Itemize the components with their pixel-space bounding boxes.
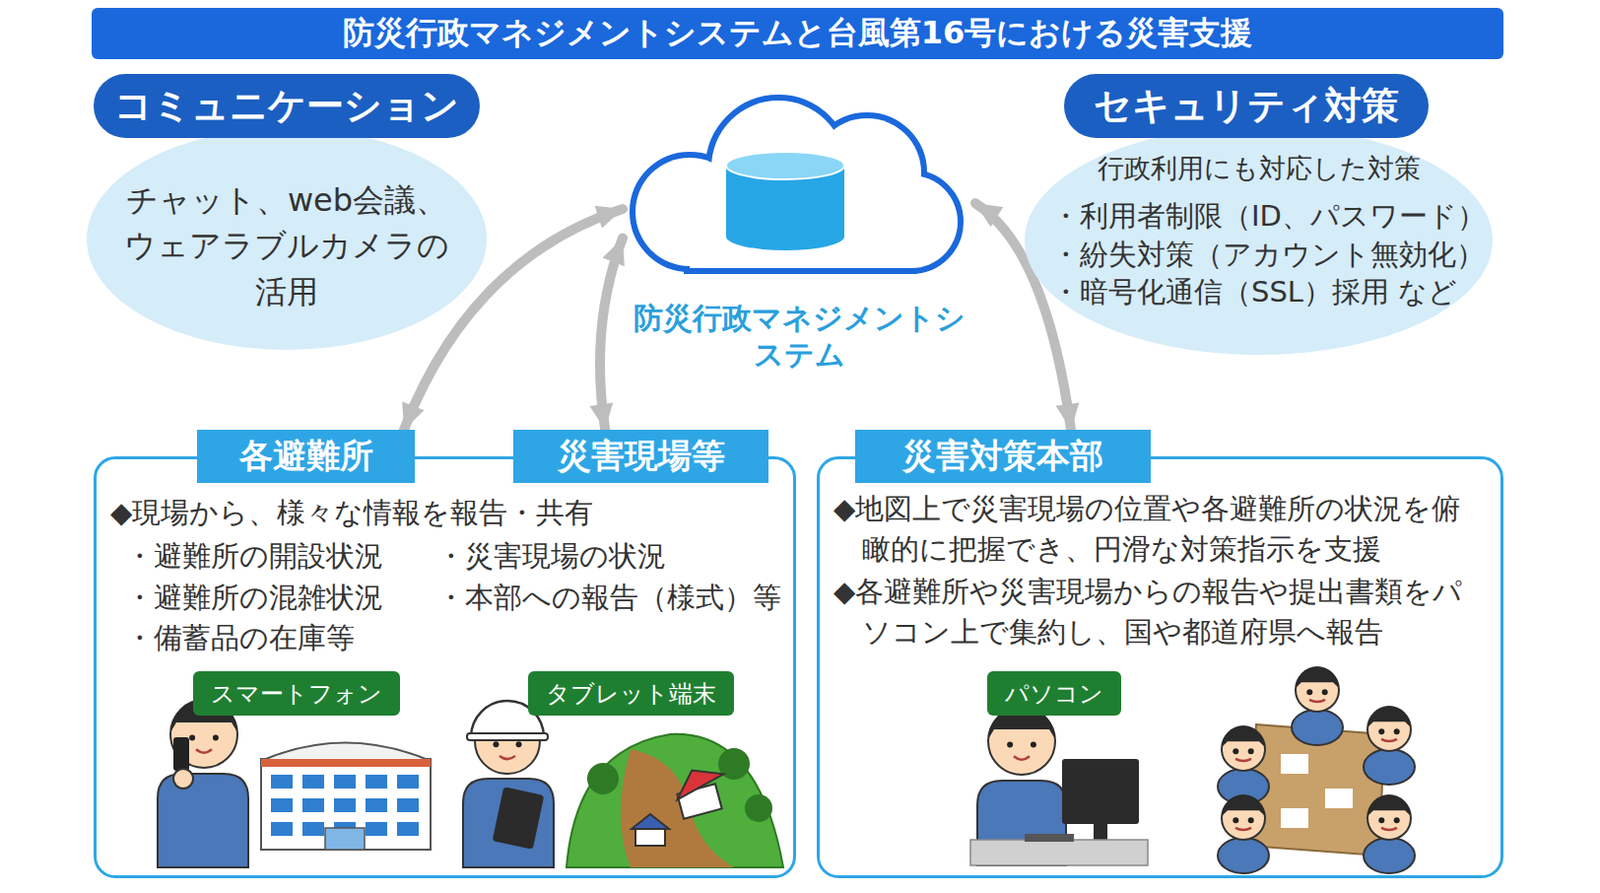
info-ellipse: 行政利用にも対応した対策・利用者制限（ID、パスワード）・紛失対策（アカウント無…	[1024, 126, 1493, 355]
heading-pill: コミュニケーション	[93, 73, 480, 138]
info-ellipse: チャット、web会議、ウェアラブルカメラの活用	[86, 128, 487, 350]
node-label: 災害現場等	[557, 433, 726, 479]
device-badge: タブレット端末	[528, 670, 734, 716]
node-item: ・避難所の混雑状況	[125, 579, 384, 615]
title-band: 防災行政マネジメントシステムと台風第16号における災害支援	[91, 7, 1504, 60]
bidirectional-arrow	[600, 238, 623, 430]
node-label: タブレット端末	[545, 677, 717, 710]
heading-pill: セキュリティ対策	[1064, 73, 1429, 138]
hq-panel: ◆地図上で災害現場の位置や各避難所の状況を俯瞰的に把握でき、円滑な対策指示を支援…	[816, 456, 1504, 878]
node-item: ・本部への報告（様式）等	[436, 579, 782, 615]
device-badge: パソコン	[987, 670, 1122, 716]
node-text: チャット、web会議、ウェアラブルカメラの活用	[118, 177, 456, 315]
node-label: コミュニケーション	[114, 80, 460, 132]
panel-tab: 災害現場等	[513, 429, 769, 483]
device-badge: スマートフォン	[193, 670, 400, 716]
node-item: ・備蓄品の在庫等	[125, 619, 355, 656]
node-text: 防災行政マネジメントシステム	[626, 300, 972, 374]
node-item: ・災害現場の状況	[436, 537, 667, 574]
node-item: ・利用者制限（ID、パスワード）	[1051, 198, 1486, 234]
node-label: パソコン	[1004, 677, 1104, 710]
site-panel: ◆現場から、様々な情報を報告・共有・避難所の開設状況 ・災害現場の状況・避難所の混…	[93, 456, 797, 878]
node-item: ・避難所の開設状況	[125, 537, 384, 574]
node-item: ・紛失対策（アカウント無効化）	[1051, 236, 1485, 272]
node-item: ・暗号化通信（SSL）採用 など	[1051, 273, 1458, 310]
node-text: ◆現場から、様々な情報を報告・共有	[110, 494, 594, 531]
node-label: セキュリティ対策	[1093, 80, 1400, 132]
panel-tab: 各避難所	[197, 429, 415, 483]
node-label: 各避難所	[239, 433, 374, 479]
cloud-icon	[635, 100, 958, 268]
figures	[157, 666, 1415, 873]
panel-tab: 災害対策本部	[855, 429, 1151, 483]
node-item: ◆各避難所や災害現場からの報告や提出書類をパソコン上で集約し、国や都道府県へ報告	[833, 571, 1473, 652]
node-label: 災害対策本部	[902, 433, 1104, 479]
node-text: ◆地図上で災害現場の位置や各避難所の状況を俯瞰的に把握でき、円滑な対策指示を支援	[833, 488, 1473, 569]
node-text: 行政利用にも対応した対策	[1024, 151, 1493, 186]
system-cloud: 防災行政マネジメントシステム	[622, 98, 976, 390]
node-label: スマートフォン	[210, 677, 383, 710]
